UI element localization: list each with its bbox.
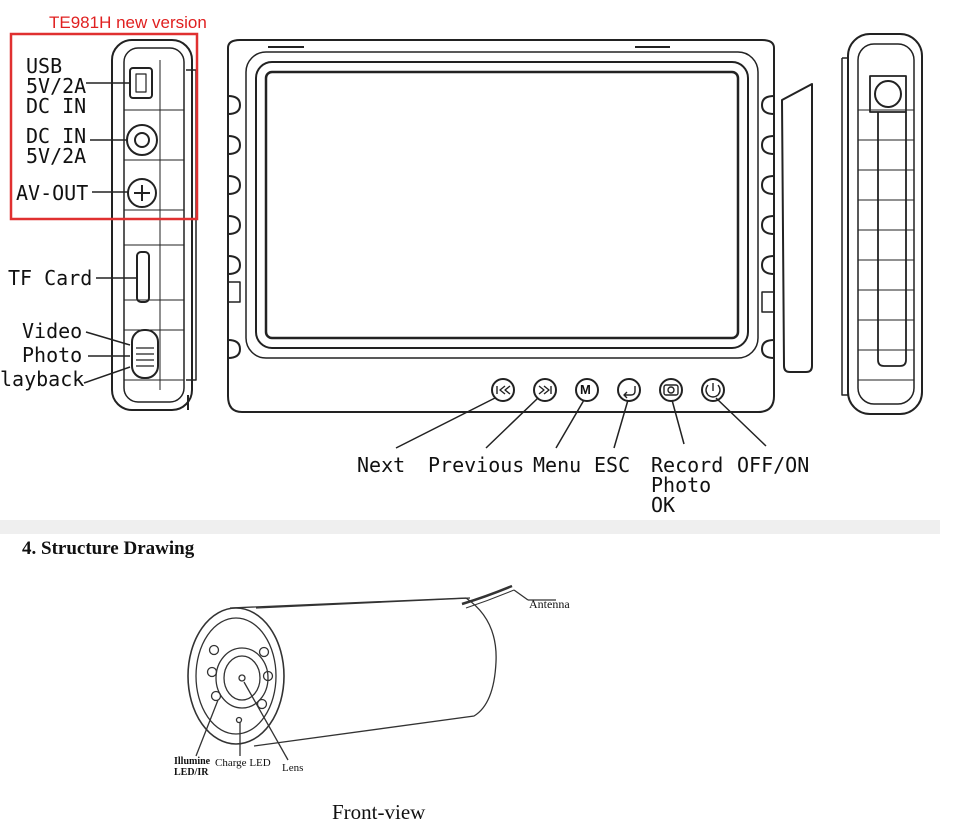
menu-button-shape <box>575 378 599 402</box>
section-divider <box>0 520 940 534</box>
power-label: OFF/ON <box>737 453 810 477</box>
usb-port <box>129 67 153 99</box>
record-button-shape <box>659 378 683 402</box>
previous-button-shape <box>533 378 557 402</box>
side-view-device <box>111 39 197 411</box>
front-view-caption: Front-view <box>332 800 426 824</box>
record-photo-ok-label: Record Photo OK <box>651 453 724 517</box>
photo-label: Photo <box>22 343 83 367</box>
version-note: TE981H new version <box>49 13 207 32</box>
menu-label: Menu <box>533 453 582 477</box>
esc-label: ESC <box>594 453 631 477</box>
tf-card-label: TF Card <box>8 266 93 290</box>
camera-drawing <box>187 584 556 761</box>
playback-label: layback <box>0 367 85 391</box>
power-button-shape <box>701 378 725 402</box>
antenna-rod <box>781 83 813 373</box>
mode-switch <box>131 329 159 379</box>
next-label: Next <box>357 453 406 477</box>
av-out-label: AV-OUT <box>16 181 89 205</box>
lens-label: Lens <box>282 762 304 774</box>
right-side-device <box>841 33 923 415</box>
illumine-led-label: Illumine LED/IR <box>174 756 211 778</box>
antenna-label: Antenna <box>529 597 570 611</box>
charge-led-label: Charge LED <box>215 757 271 769</box>
usb-label: USB 5V/2A DC IN <box>26 54 87 118</box>
dc-in-port <box>126 124 158 156</box>
section-title: Structure Drawing <box>41 538 195 559</box>
antenna-folded <box>877 112 907 367</box>
section-heading: 4. Structure Drawing <box>22 538 194 560</box>
video-label: Video <box>22 319 83 343</box>
dc-in-label: DC IN 5V/2A <box>26 124 87 168</box>
tf-card-slot <box>136 251 150 303</box>
screen <box>264 70 740 340</box>
next-button-shape <box>491 378 515 402</box>
section-number: 4. <box>22 538 37 559</box>
front-view-device <box>227 39 813 413</box>
menu-glyph: M <box>580 382 591 397</box>
previous-label: Previous <box>428 453 525 477</box>
esc-button-shape <box>617 378 641 402</box>
new-version-highlight <box>9 32 199 221</box>
av-out-port <box>127 178 157 208</box>
